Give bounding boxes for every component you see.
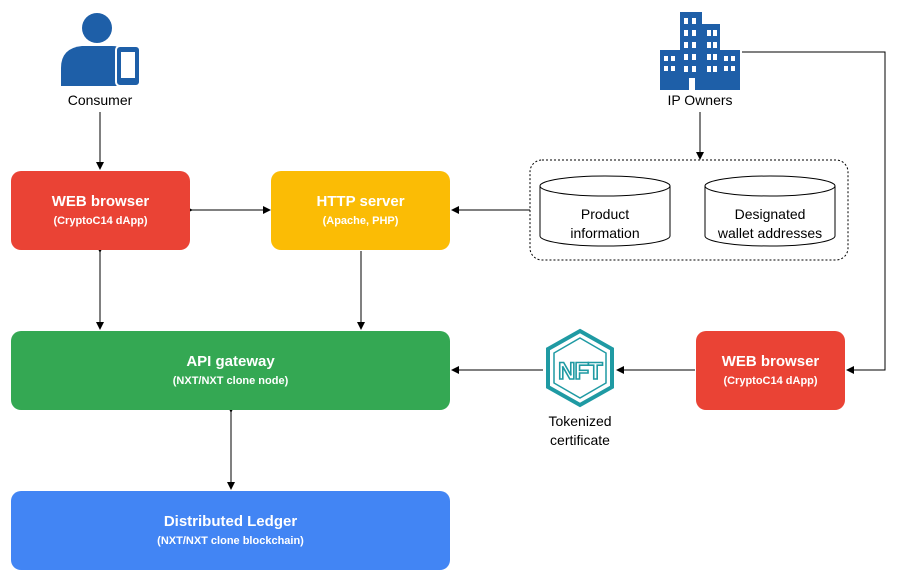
nft-label-line2: certificate [550, 432, 610, 448]
office-building-icon [660, 12, 740, 90]
nft-token-icon: NFT [546, 328, 614, 408]
nft-glyph: NFT [558, 358, 603, 385]
consumer-label: Consumer [67, 92, 133, 108]
http-server-node: HTTP server (Apache, PHP) [271, 171, 450, 250]
web-browser-left-node: WEB browser (CryptoC14 dApp) [11, 171, 190, 250]
web-browser-right-node: WEB browser (CryptoC14 dApp) [696, 331, 845, 410]
product-db-line1: Product [580, 206, 630, 222]
ipowners-to-right-browser-arrow [742, 51, 886, 374]
distributed-ledger-title: Distributed Ledger [163, 513, 298, 530]
api-gateway-node: API gateway (NXT/NXT clone node) [11, 331, 450, 410]
database-cylinder-icon [704, 175, 836, 247]
database-cylinder-icon [539, 175, 671, 247]
web-browser-right-title: WEB browser [721, 353, 820, 370]
wallet-addresses-db: Designated wallet addresses [700, 205, 840, 243]
web-browser-left-title: WEB browser [51, 193, 150, 210]
web-browser-left-subtitle: (CryptoC14 dApp) [53, 215, 148, 227]
api-gateway-title: API gateway [186, 353, 275, 370]
product-information-db: Product information [540, 205, 670, 243]
http-server-title: HTTP server [316, 193, 405, 210]
tokenized-certificate-label: Tokenized certificate [520, 412, 640, 450]
web-browser-right-subtitle: (CryptoC14 dApp) [723, 375, 818, 387]
api-gateway-subtitle: (NXT/NXT clone node) [172, 375, 289, 387]
wallet-db-line2: wallet addresses [717, 225, 823, 241]
ip-owners-label: IP Owners [667, 92, 733, 108]
distributed-ledger-subtitle: (NXT/NXT clone blockchain) [157, 535, 304, 547]
http-server-subtitle: (Apache, PHP) [322, 215, 399, 227]
nft-label-line1: Tokenized [548, 413, 612, 429]
user-with-phone-icon [61, 13, 141, 86]
wallet-db-line1: Designated [734, 206, 806, 222]
product-db-line2: information [570, 225, 640, 241]
distributed-ledger-node: Distributed Ledger (NXT/NXT clone blockc… [11, 491, 450, 570]
